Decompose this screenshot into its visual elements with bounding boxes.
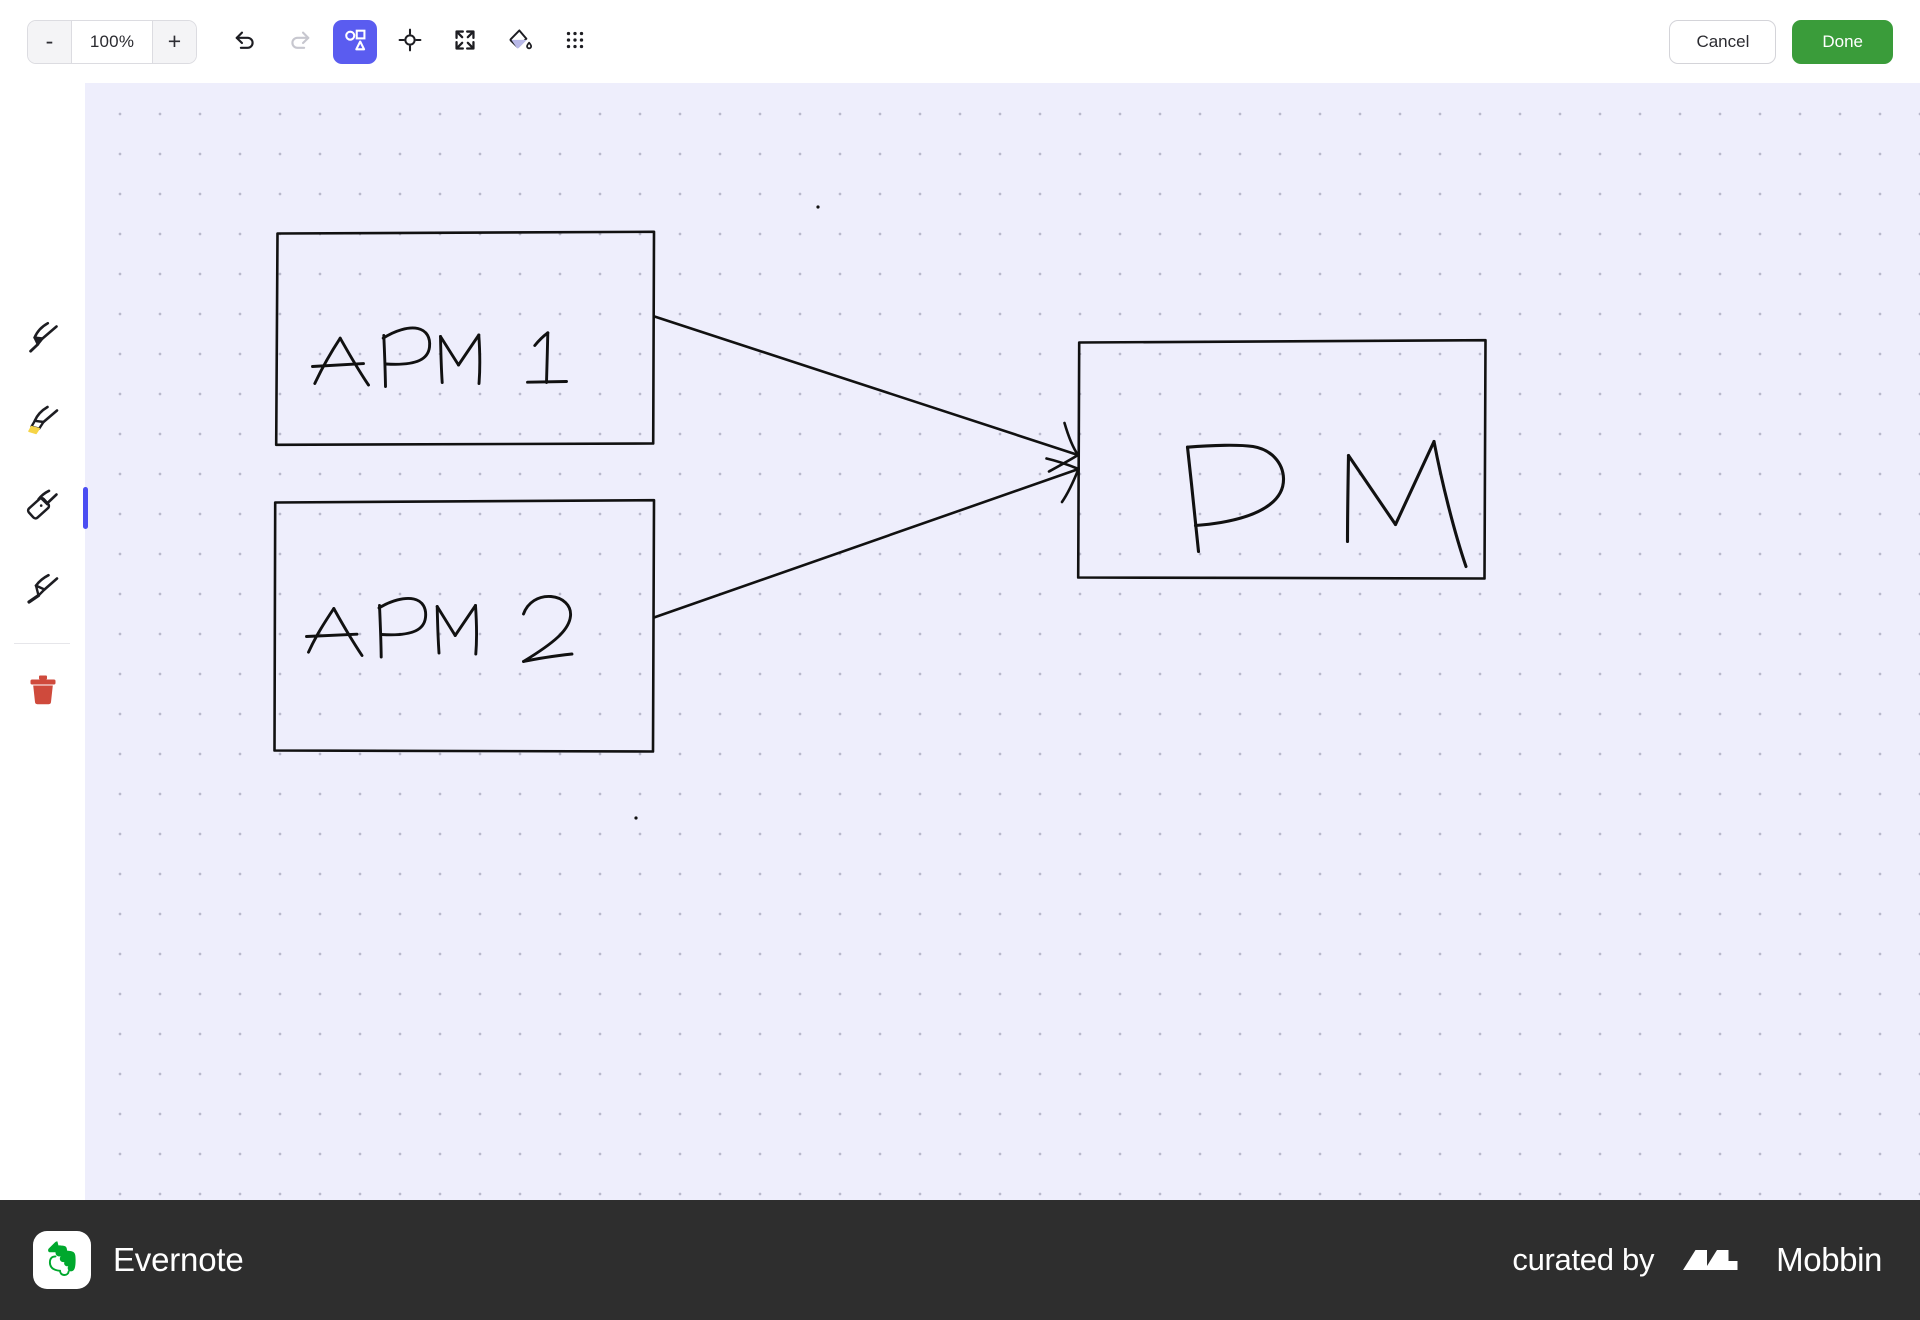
zoom-in-button[interactable]: + bbox=[152, 20, 196, 63]
handwriting-apm-1 bbox=[311, 326, 568, 388]
handwriting-pm bbox=[1185, 439, 1468, 569]
arrow-apm1-to-pm[interactable] bbox=[653, 315, 1080, 473]
sidebar-item-marker[interactable] bbox=[14, 563, 72, 621]
expand-icon bbox=[452, 27, 478, 56]
highlighter-icon bbox=[22, 401, 64, 448]
fill-button[interactable] bbox=[498, 20, 542, 64]
zoom-control-group: - 100% + bbox=[27, 19, 197, 64]
sidebar-item-trash[interactable] bbox=[14, 663, 72, 721]
paint-bucket-icon bbox=[507, 27, 533, 56]
sidebar-item-highlighter[interactable] bbox=[14, 395, 72, 453]
bottom-banner: Evernote curated by Mobbin bbox=[0, 1200, 1920, 1320]
sidebar-item-eraser[interactable] bbox=[14, 479, 72, 537]
shapes-button[interactable] bbox=[333, 19, 377, 64]
arrow-apm2-to-pm[interactable] bbox=[652, 457, 1080, 619]
zoom-out-button[interactable]: - bbox=[28, 20, 72, 63]
focus-button[interactable] bbox=[388, 20, 432, 64]
undo-button[interactable] bbox=[223, 20, 267, 64]
box-apm-1[interactable] bbox=[274, 230, 656, 447]
stray-marks bbox=[634, 205, 820, 820]
fullscreen-button[interactable] bbox=[443, 20, 487, 64]
mobbin-brand-label: Mobbin bbox=[1776, 1241, 1882, 1278]
target-icon bbox=[397, 27, 423, 56]
curated-by-label: curated by bbox=[1512, 1242, 1655, 1277]
banner-credit-block: curated by Mobbin bbox=[1512, 1239, 1882, 1281]
marker-icon bbox=[22, 569, 64, 616]
trash-icon bbox=[25, 672, 61, 713]
redo-button[interactable] bbox=[278, 20, 322, 64]
box-pm[interactable] bbox=[1076, 338, 1487, 580]
undo-icon bbox=[232, 27, 258, 56]
mobbin-logo-icon bbox=[1683, 1250, 1738, 1270]
redo-icon bbox=[287, 27, 313, 56]
grid-button[interactable] bbox=[553, 20, 597, 64]
selected-tool-indicator bbox=[83, 487, 88, 529]
box-apm-2[interactable] bbox=[273, 498, 656, 753]
cancel-button[interactable]: Cancel bbox=[1669, 19, 1777, 64]
canvas-ink-layer bbox=[273, 205, 1487, 820]
handwriting-apm-2 bbox=[305, 595, 574, 663]
sidebar-divider bbox=[14, 643, 70, 644]
eraser-icon bbox=[22, 485, 64, 532]
drawing-canvas[interactable] bbox=[85, 83, 1920, 1200]
banner-app-block: Evernote bbox=[33, 1231, 244, 1289]
grid-dots-icon bbox=[562, 27, 588, 56]
evernote-logo bbox=[33, 1231, 91, 1289]
toolbar-actions: Cancel Done bbox=[1669, 0, 1893, 83]
top-toolbar: - 100% + bbox=[0, 0, 1920, 83]
zoom-level-display: 100% bbox=[72, 20, 152, 63]
sidebar-item-pen[interactable] bbox=[14, 311, 72, 369]
done-button[interactable]: Done bbox=[1792, 19, 1893, 64]
shapes-icon bbox=[342, 27, 368, 56]
tool-sidebar bbox=[0, 83, 88, 1200]
pen-icon bbox=[22, 317, 64, 364]
elephant-icon bbox=[48, 1241, 76, 1276]
app-name-label: Evernote bbox=[113, 1241, 244, 1278]
